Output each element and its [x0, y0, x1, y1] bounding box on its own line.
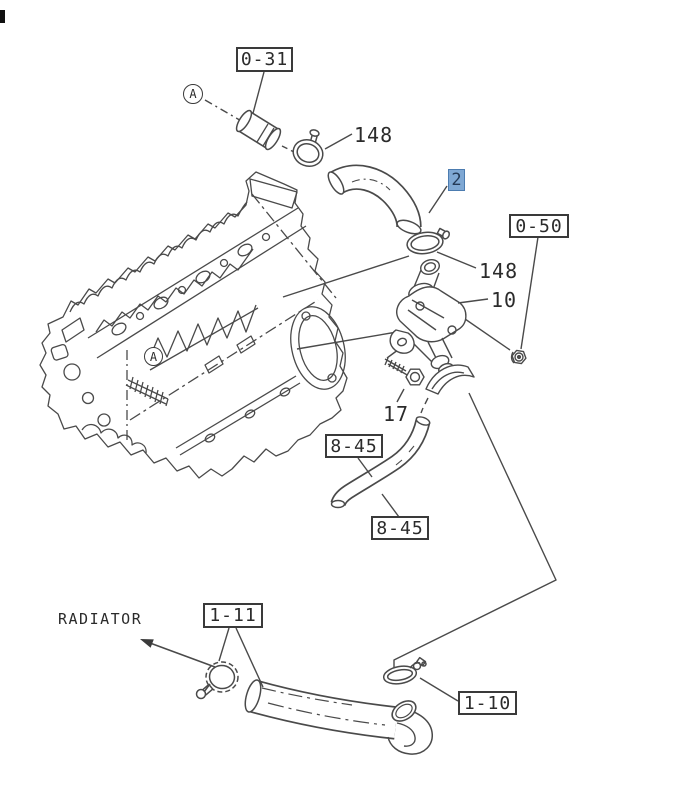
- view-marker-a-top: A: [183, 84, 203, 104]
- water-outlet-drawing: [389, 259, 475, 395]
- leader-845-lower: [381, 493, 400, 518]
- view-marker-a-engine: A: [144, 347, 163, 366]
- hose-clamp-top-drawing: [292, 129, 324, 167]
- leader-part10: [457, 298, 489, 304]
- water-hose-part2-drawing: [327, 164, 422, 235]
- hose-clamp-radiator-drawing: [195, 661, 239, 700]
- page-corner-mark: [0, 10, 5, 23]
- radiator-text: RADIATOR: [58, 610, 143, 628]
- ref-box-8-45-upper[interactable]: 8-45: [325, 434, 383, 458]
- part-number-17[interactable]: 17: [383, 402, 410, 426]
- ref-box-1-11[interactable]: 1-11: [203, 603, 263, 628]
- part-number-2-selected[interactable]: 2: [448, 169, 465, 191]
- part-number-10[interactable]: 10: [491, 288, 518, 312]
- lower-radiator-hose-drawing: [244, 679, 433, 755]
- hose-clamp-mid-drawing: [406, 227, 450, 255]
- bolt-drawing: [384, 357, 425, 386]
- bypass-pipe-drawing: [235, 109, 282, 151]
- stud-bolt-drawing: [125, 376, 169, 407]
- nut-drawing: [510, 349, 527, 365]
- ref-box-0-31[interactable]: 0-31: [236, 47, 293, 72]
- leader-110: [419, 677, 459, 702]
- ref-box-0-50[interactable]: 0-50: [509, 214, 569, 238]
- part-number-148-lower[interactable]: 148: [479, 259, 519, 283]
- ref-box-8-45-lower[interactable]: 8-45: [371, 516, 429, 540]
- radiator-arrow: [140, 639, 216, 668]
- hose-clamp-110-drawing: [382, 656, 427, 685]
- leader-lines: [204, 71, 557, 673]
- bypass-hose-drawing: [330, 416, 431, 509]
- ref-box-1-10[interactable]: 1-10: [458, 691, 517, 715]
- leader-111-a: [218, 627, 230, 662]
- leader-845-upper: [357, 457, 373, 478]
- engine-block-drawing: [39, 171, 348, 479]
- part-number-148-top[interactable]: 148: [354, 123, 394, 147]
- leader-111-b: [235, 627, 264, 688]
